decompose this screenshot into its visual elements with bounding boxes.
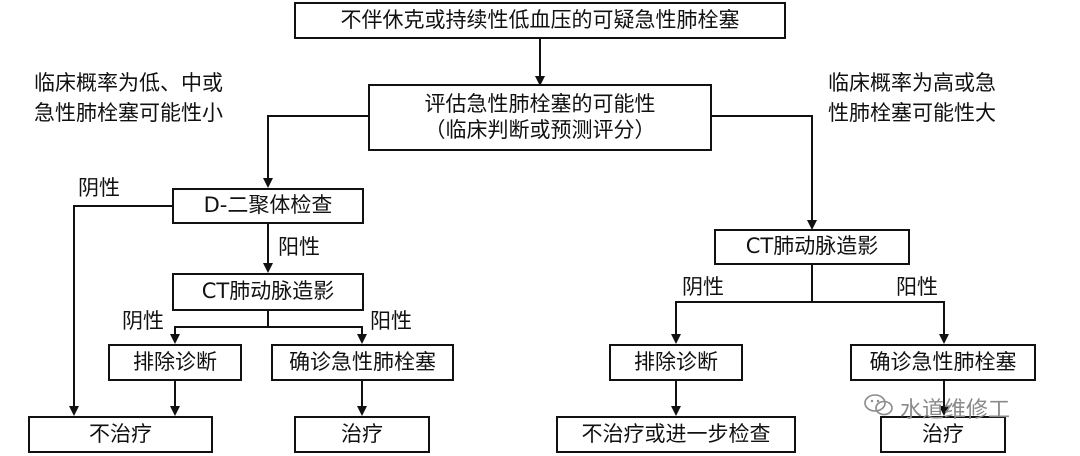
arrow-ddimer-to-no-treat <box>69 205 172 416</box>
assess-line2: （临床判断或预测评分） <box>424 117 656 142</box>
confirm-right-box: 确诊急性肺栓塞 <box>850 344 1036 381</box>
edge-label-ddimer-positive: 阳性 <box>278 235 320 259</box>
exclude-left-label: 排除诊断 <box>133 349 217 374</box>
title-box: 不伴休克或持续性低血压的可疑急性肺栓塞 <box>294 2 786 39</box>
left-condition-line1: 临床概率为低、中或 <box>34 71 223 95</box>
edge-label-ct-left-negative: 阴性 <box>122 309 164 333</box>
assess-line1: 评估急性肺栓塞的可能性 <box>424 92 656 117</box>
exclude-right-box: 排除诊断 <box>609 344 743 381</box>
no-treat-further-label: 不治疗或进一步检查 <box>581 421 771 446</box>
assess-box: 评估急性肺栓塞的可能性 （临床判断或预测评分） <box>368 84 712 151</box>
edge-label-ct-right-positive: 阳性 <box>896 275 938 299</box>
edge-label-ddimer-negative: 阴性 <box>78 176 120 200</box>
treat-left-box: 治疗 <box>294 416 430 453</box>
treat-right-label: 治疗 <box>922 421 964 446</box>
ddimer-box: D-二聚体检查 <box>172 188 364 224</box>
confirm-left-label: 确诊急性肺栓塞 <box>289 349 436 374</box>
no-treat-box: 不治疗 <box>28 416 213 453</box>
edge-label-ct-right-negative: 阴性 <box>682 275 724 299</box>
treat-right-box: 治疗 <box>880 416 1006 453</box>
exclude-left-box: 排除诊断 <box>108 344 242 381</box>
arrow-ct-right-to-confirm <box>812 301 949 344</box>
no-treat-further-box: 不治疗或进一步检查 <box>556 416 796 453</box>
right-condition-line2: 性肺栓塞可能性大 <box>828 101 996 125</box>
ct-right-label: CT肺动脉造影 <box>745 234 879 259</box>
arrow-ct-left-to-confirm <box>268 326 367 344</box>
ddimer-label: D-二聚体检查 <box>203 193 333 218</box>
wechat-icon <box>864 394 893 416</box>
left-condition-line2: 急性肺栓塞可能性小 <box>34 101 223 125</box>
right-condition-line1: 临床概率为高或急 <box>828 71 996 95</box>
title-text: 不伴休克或持续性低血压的可疑急性肺栓塞 <box>340 7 740 32</box>
arrow-assess-to-ddimer <box>263 115 370 188</box>
arrow-assess-to-ct-right <box>710 115 817 230</box>
ct-left-box: CT肺动脉造影 <box>172 273 364 311</box>
arrow-ct-left-to-exclude <box>170 326 268 344</box>
watermark-text: 水道维修工 <box>900 398 1011 423</box>
edge-label-ct-left-positive: 阳性 <box>370 309 412 333</box>
exclude-right-label: 排除诊断 <box>634 349 718 374</box>
treat-left-label: 治疗 <box>341 421 383 446</box>
ct-right-box: CT肺动脉造影 <box>714 229 910 265</box>
no-treat-label: 不治疗 <box>89 421 152 446</box>
confirm-right-label: 确诊急性肺栓塞 <box>869 349 1017 374</box>
arrow-ct-right-to-exclude <box>671 301 812 344</box>
ct-left-label: CT肺动脉造影 <box>201 279 335 304</box>
confirm-left-box: 确诊急性肺栓塞 <box>271 344 454 381</box>
